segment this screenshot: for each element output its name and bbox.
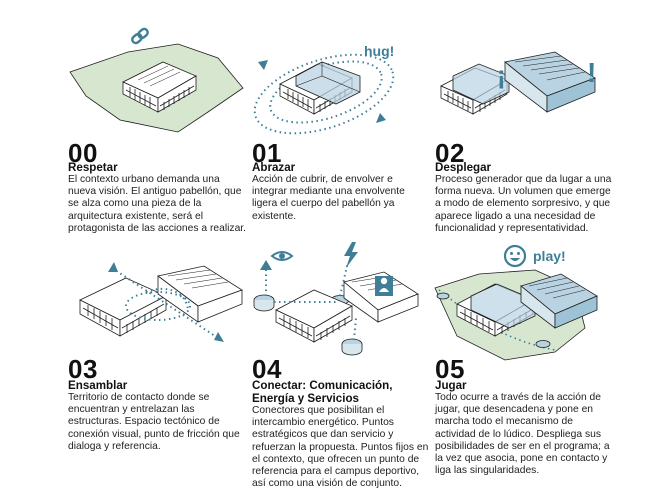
connection-lines <box>111 267 219 339</box>
step-panel-00: 00 Respetar El contexto urbano demanda u… <box>68 0 258 248</box>
arrow-head-bottom <box>214 332 224 342</box>
service-nodes <box>436 292 551 348</box>
illustration-ensamblar <box>68 248 258 386</box>
step-panel-03: 03 Ensamblar Territorio de contacto dond… <box>68 248 258 496</box>
step-number: 01 <box>252 138 282 168</box>
pavilion-building <box>275 289 353 343</box>
step-description: Todo ocurre a través de la acción de jug… <box>435 392 610 477</box>
service-nodes <box>253 294 363 356</box>
exclamation-open-callout: ¡ <box>497 60 506 90</box>
orbit-arrow-left <box>258 60 268 70</box>
step-panel-02: ¡ ! 02 Desplegar Proceso generador que d… <box>435 0 625 248</box>
connector-lines <box>265 261 357 341</box>
emerging-volume <box>504 51 596 113</box>
step-number: 05 <box>435 354 465 384</box>
pavilion-building <box>440 63 510 115</box>
illustration-abrazar: hug! <box>252 0 442 138</box>
pavilion-building <box>279 61 361 115</box>
arrow-head-up <box>260 260 272 270</box>
step-description: Territorio de contacto donde se encuentr… <box>68 392 240 452</box>
step-description: Conectores que posibilitan el intercambi… <box>252 405 429 490</box>
eye-icon <box>270 251 294 261</box>
step-description: Proceso generador que da lugar a una for… <box>435 174 612 234</box>
step-number: 04 <box>252 354 282 384</box>
step-title: Desplegar <box>435 161 492 174</box>
step-description: Acción de cubrir, de envolver e integrar… <box>252 174 405 222</box>
arrow-head-top <box>108 262 118 272</box>
step-number: 00 <box>68 138 98 168</box>
exclamation-close-callout: ! <box>587 57 596 88</box>
pavilion-building <box>79 277 167 337</box>
pavilion-building <box>122 61 197 113</box>
step-panel-01: hug! 01 Abrazar Acción de cubrir, de env… <box>252 0 442 248</box>
orbit-arrow-right <box>376 113 386 123</box>
chain-link-icon <box>131 27 149 45</box>
emerging-volume <box>520 273 598 329</box>
step-panel-05: play! 05 Jugar Todo ocurre a través de l… <box>434 244 625 496</box>
step-title: Ensamblar <box>68 379 128 392</box>
illustration-conectar <box>252 242 442 386</box>
step-description: El contexto urbano demanda una nueva vis… <box>68 174 247 234</box>
illustration-respetar <box>68 0 258 138</box>
step-number: 02 <box>435 138 465 168</box>
step-number: 03 <box>68 354 98 384</box>
step-title: Respetar <box>68 161 118 174</box>
step-title: Jugar <box>435 379 467 392</box>
person-icon <box>375 276 393 296</box>
illustration-desplegar: ¡ ! <box>435 0 625 138</box>
lightning-icon <box>344 242 358 268</box>
step-title: Conectar: Comunicación, Energía y Servic… <box>252 379 393 405</box>
hug-orbit-inner <box>269 60 383 124</box>
step-panel-04: 04 Conectar: Comunicación, Energía y Ser… <box>252 242 442 496</box>
hug-orbit-outer <box>253 53 395 135</box>
hug-callout: hug! <box>364 43 394 59</box>
pavilion-building <box>456 283 536 337</box>
play-callout: play! <box>533 248 566 264</box>
illustration-jugar: play! <box>434 244 625 386</box>
step-title: Abrazar <box>252 161 296 174</box>
smiley-icon <box>503 244 527 268</box>
